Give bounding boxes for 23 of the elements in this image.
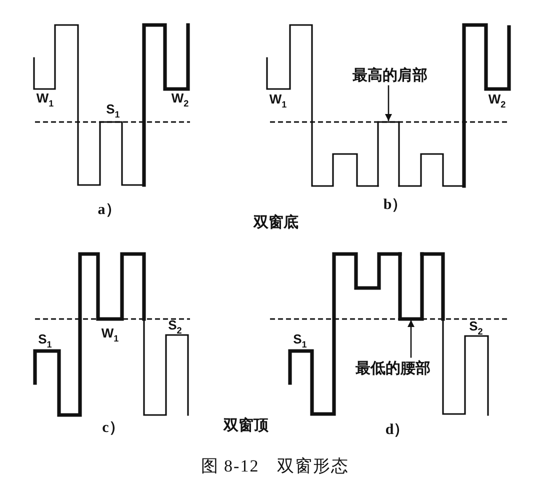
panel-label: c） (102, 420, 124, 436)
pattern-title: 双窗底 (254, 214, 298, 230)
point-label: W$_{2}$ (488, 92, 506, 110)
point-label: W$_{1}$ (101, 326, 119, 344)
pattern-title: 双窗顶 (224, 416, 268, 434)
shoulder-bar (377, 121, 400, 187)
point-label: W$_{1}$ (36, 92, 54, 108)
leader-arrow (385, 85, 392, 121)
leader-arrow (408, 320, 414, 358)
point-label: S$_{2}$ (469, 320, 483, 336)
callout-text: 最高的肩部 (352, 66, 428, 84)
point-label: S$_{2}$ (168, 318, 182, 336)
point-label: S$_{1}$ (293, 332, 307, 350)
point-label: S$_{1}$ (38, 332, 52, 350)
panel-label: b） (383, 196, 407, 214)
panel-label: d） (385, 422, 409, 438)
panel-label: a） (98, 202, 120, 218)
figure-caption: 图 8-12 双窗形态 (200, 458, 350, 476)
waist-notch (398, 252, 424, 321)
point-label: W$_{2}$ (171, 92, 189, 108)
point-label: W$_{1}$ (269, 92, 287, 110)
callout-text: 最低的腰部 (356, 360, 430, 376)
point-label: S$_{1}$ (106, 102, 120, 120)
